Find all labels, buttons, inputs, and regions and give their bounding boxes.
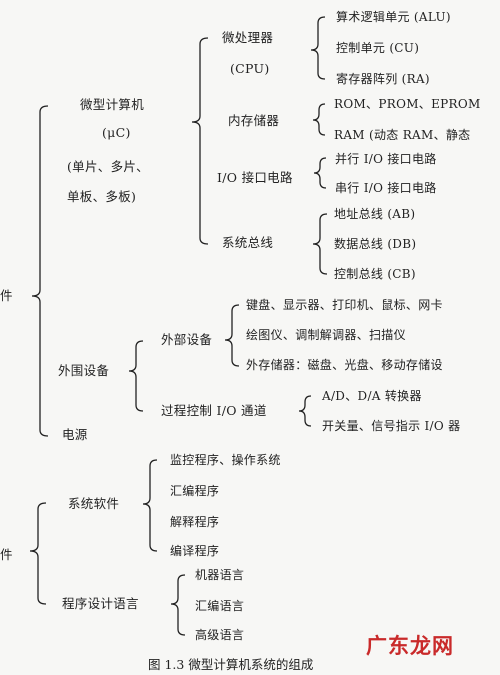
- bus-item-control: 控制总线 (CB): [334, 267, 416, 281]
- system-software-label: 系统软件: [68, 496, 120, 511]
- io-item-serial: 串行 I/O 接口电路: [335, 181, 437, 195]
- brace-hardware: [31, 105, 49, 437]
- external-item-io-devices: 键盘、显示器、打印机、鼠标、网卡: [246, 298, 443, 312]
- memory-label: 内存储器: [228, 113, 280, 128]
- brace-microcomputer: [191, 37, 209, 245]
- microcomputer-title: 微型计算机: [80, 97, 145, 112]
- process-control-label: 过程控制 I/O 通道: [161, 403, 267, 418]
- external-devices-label: 外部设备: [161, 332, 213, 347]
- programming-languages-label: 程序设计语言: [62, 596, 139, 611]
- bus-item-data: 数据总线 (DB): [334, 237, 417, 251]
- process-item-switch: 开关量、信号指示 I/O 器: [322, 419, 461, 433]
- memory-item-ram: RAM (动态 RAM、静态: [334, 128, 471, 142]
- microcomputer-variants-line1: (单片、多片、: [67, 159, 149, 174]
- microcomputer-abbr: (μC): [102, 125, 131, 140]
- brace-system-software: [142, 459, 158, 552]
- system-bus-label: 系统总线: [222, 235, 274, 250]
- brace-process: [298, 395, 312, 427]
- peripherals-title: 外围设备: [58, 363, 110, 378]
- language-item-high-level: 高级语言: [195, 628, 245, 642]
- software-item-assembler: 汇编程序: [170, 484, 220, 498]
- language-item-assembly: 汇编语言: [195, 599, 245, 613]
- brace-bus: [312, 213, 328, 275]
- brace-cpu: [310, 16, 326, 80]
- cpu-label: 微处理器: [222, 30, 274, 45]
- bus-item-address: 地址总线 (AB): [334, 207, 416, 221]
- microcomputer-variants-line2: 单板、多板): [67, 189, 137, 204]
- hardware-label-fragment: 件: [0, 288, 13, 303]
- cpu-abbr: (CPU): [230, 61, 270, 76]
- figure-caption: 图 1.3 微型计算机系统的组成: [148, 657, 314, 672]
- software-label-fragment: 件: [0, 547, 13, 562]
- brace-external: [224, 304, 240, 367]
- process-item-adda: A/D、D/A 转换器: [322, 389, 422, 403]
- cpu-item-ra: 寄存器阵列 (RA): [336, 72, 430, 86]
- brace-software: [29, 502, 47, 605]
- cpu-item-cu: 控制单元 (CU): [336, 41, 420, 55]
- brace-peripherals: [128, 340, 144, 412]
- brace-languages: [170, 574, 186, 636]
- brace-memory: [312, 103, 326, 136]
- software-item-interpreter: 解释程序: [170, 515, 220, 529]
- brace-io: [313, 157, 327, 189]
- memory-item-rom: ROM、PROM、EPROM: [334, 97, 481, 111]
- software-item-compiler: 编译程序: [170, 544, 220, 558]
- cpu-item-alu: 算术逻辑单元 (ALU): [336, 10, 451, 24]
- site-watermark: 广东龙网: [366, 634, 454, 658]
- language-item-machine: 机器语言: [195, 568, 245, 582]
- io-item-parallel: 并行 I/O 接口电路: [335, 152, 437, 166]
- external-item-plotter: 绘图仪、调制解调器、扫描仪: [246, 328, 406, 342]
- external-item-storage: 外存储器：磁盘、光盘、移动存储设: [246, 358, 443, 372]
- power-supply-label: 电源: [62, 427, 88, 442]
- software-item-os: 监控程序、操作系统: [170, 453, 281, 467]
- io-interface-label: I/O 接口电路: [217, 170, 293, 185]
